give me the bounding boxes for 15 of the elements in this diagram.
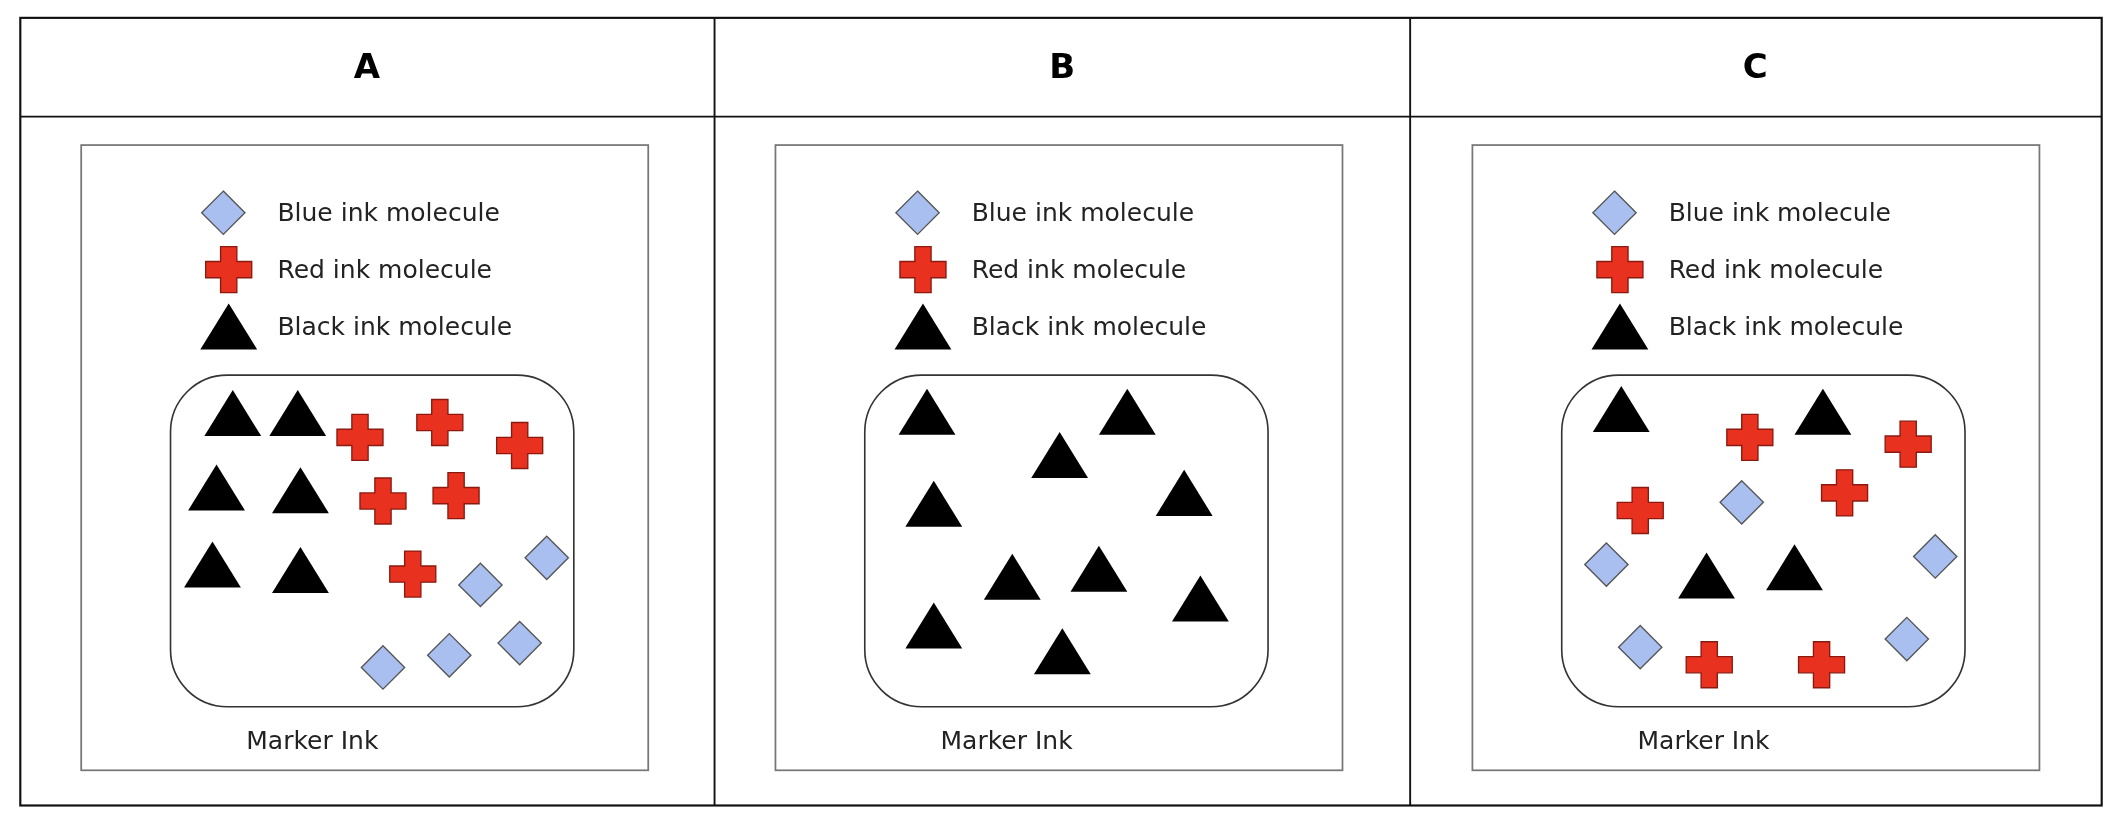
container-caption: Marker Ink	[246, 728, 379, 754]
legend-text: Black ink molecule	[277, 313, 513, 339]
legend-text: Black ink molecule	[1668, 313, 1904, 339]
legend-text: Blue ink molecule	[277, 200, 500, 226]
legend-text: Blue ink molecule	[1668, 200, 1891, 226]
legend-text: Red ink molecule	[1668, 257, 1884, 283]
legend-text: Red ink molecule	[971, 257, 1187, 283]
column-heading: C	[1742, 48, 1768, 83]
column-heading: A	[353, 48, 381, 83]
legend-text: Blue ink molecule	[971, 200, 1195, 226]
legend-text: Black ink molecule	[971, 313, 1207, 339]
legend-text: Red ink molecule	[277, 257, 492, 283]
column-heading: B	[1049, 48, 1076, 83]
container-caption: Marker Ink	[940, 728, 1073, 754]
container-caption: Marker Ink	[1637, 728, 1770, 754]
